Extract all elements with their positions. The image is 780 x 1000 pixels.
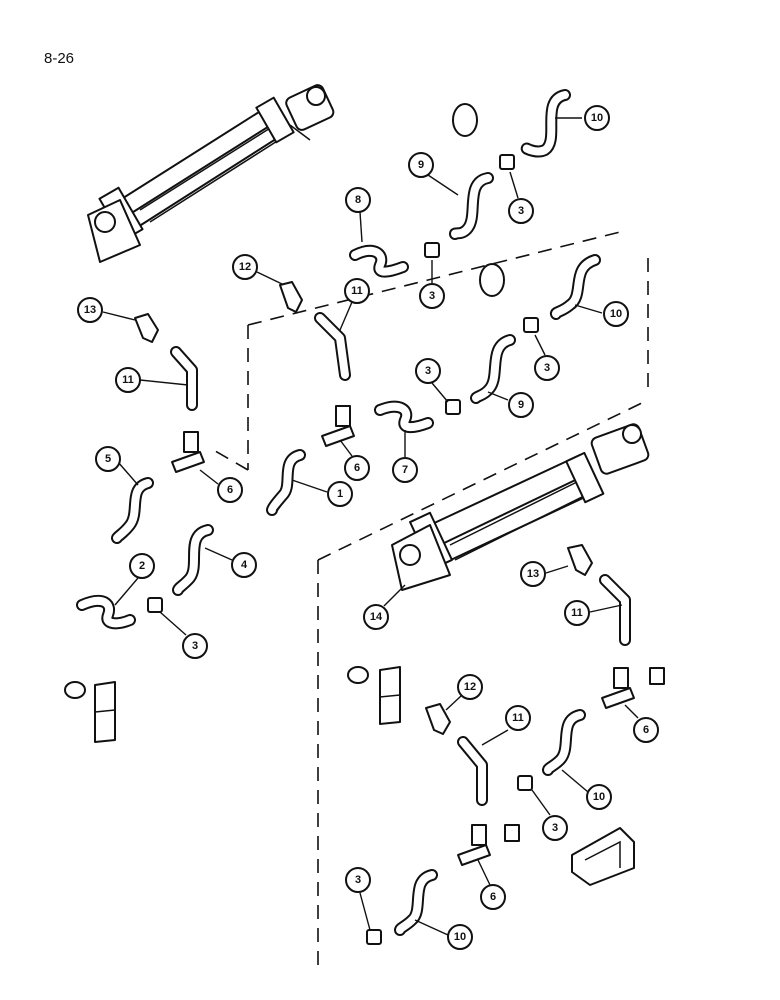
callout-12-upper: 12 — [232, 254, 283, 285]
callout-11-upper: 11 — [339, 278, 370, 331]
svg-text:10: 10 — [610, 308, 622, 320]
hose-9-middle — [470, 334, 516, 404]
svg-text:13: 13 — [527, 568, 539, 580]
loose-parts — [64, 666, 635, 886]
svg-text:11: 11 — [512, 712, 524, 724]
svg-text:9: 9 — [418, 159, 424, 171]
callout-1: 1 — [291, 479, 353, 507]
svg-text:6: 6 — [643, 724, 649, 736]
svg-text:3: 3 — [429, 290, 435, 302]
svg-text:6: 6 — [490, 891, 496, 903]
hose-8 — [349, 244, 409, 278]
svg-text:3: 3 — [552, 822, 558, 834]
callout-13-lower: 13 — [520, 561, 569, 587]
tee-fittings — [171, 405, 665, 866]
elbow-fittings — [134, 281, 593, 735]
hose-1 — [266, 449, 306, 516]
svg-text:11: 11 — [351, 285, 363, 297]
group-boundary-upper — [209, 231, 649, 471]
svg-text:3: 3 — [425, 365, 431, 377]
group-boundary-lower — [317, 399, 649, 968]
callout-3-c: 3 — [534, 334, 560, 381]
hose-5 — [111, 477, 154, 544]
svg-text:1: 1 — [337, 488, 343, 500]
svg-text:14: 14 — [370, 611, 383, 623]
hose-4 — [172, 524, 214, 596]
callout-3-f: 3 — [531, 789, 568, 841]
svg-text:11: 11 — [571, 607, 583, 619]
hose-10-middle — [549, 254, 601, 320]
callout-4: 4 — [204, 547, 257, 578]
adapter-fittings — [147, 154, 539, 945]
hose-clamp-icons — [452, 103, 505, 297]
hose-2 — [76, 594, 136, 630]
callout-10-top: 10 — [555, 105, 610, 131]
callout-11-lower: 11 — [481, 705, 531, 746]
svg-text:3: 3 — [518, 205, 524, 217]
svg-text:11: 11 — [122, 374, 134, 386]
callout-3-b: 3 — [419, 260, 445, 309]
svg-text:3: 3 — [544, 362, 550, 374]
callout-3-e: 3 — [159, 611, 208, 659]
callout-14: 14 — [363, 584, 406, 630]
callout-5: 5 — [95, 446, 139, 486]
callout-3-g: 3 — [345, 867, 371, 931]
svg-text:2: 2 — [139, 560, 145, 572]
svg-text:6: 6 — [354, 462, 360, 474]
callout-10-lower-right: 10 — [561, 769, 612, 810]
hydraulic-cylinder-upper — [87, 84, 335, 263]
hose-11-elbow-right — [599, 574, 631, 646]
svg-text:9: 9 — [518, 399, 524, 411]
callout-2: 2 — [114, 553, 155, 606]
hose-10-lower-right — [542, 709, 586, 776]
callout-6-lower: 6 — [477, 859, 506, 910]
hose-10-bottom — [394, 869, 438, 936]
svg-text:12: 12 — [239, 261, 251, 273]
svg-text:6: 6 — [227, 484, 233, 496]
callout-12-lower: 12 — [445, 674, 483, 711]
hose-11-elbow-lower — [457, 736, 488, 806]
callout-6-right: 6 — [624, 704, 659, 743]
callout-3-d: 3 — [415, 358, 449, 403]
svg-text:4: 4 — [241, 559, 248, 571]
callout-6-center: 6 — [339, 439, 370, 481]
hose-10-top — [520, 89, 571, 158]
svg-text:10: 10 — [593, 791, 605, 803]
svg-text:10: 10 — [454, 931, 466, 943]
svg-text:13: 13 — [84, 304, 96, 316]
callout-10-bottom: 10 — [414, 919, 473, 950]
callout-9-middle: 9 — [487, 391, 534, 418]
callout-13-upper: 13 — [77, 297, 136, 323]
callout-8: 8 — [345, 187, 371, 243]
callout-6-left: 6 — [199, 469, 243, 503]
hose-7 — [374, 400, 434, 434]
svg-text:3: 3 — [192, 640, 198, 652]
callout-3-a: 3 — [508, 171, 534, 224]
hose-9-upper — [449, 172, 494, 240]
hydraulic-cylinder-lower — [391, 423, 650, 591]
svg-text:3: 3 — [355, 874, 361, 886]
page-number: 8-26 — [44, 50, 75, 67]
callout-11-right: 11 — [564, 600, 623, 626]
svg-text:5: 5 — [105, 453, 111, 465]
svg-text:12: 12 — [464, 681, 476, 693]
hose-11-elbow-left — [170, 346, 198, 411]
svg-text:7: 7 — [402, 464, 408, 476]
callout-11-left: 11 — [115, 367, 189, 393]
callout-7: 7 — [392, 430, 418, 483]
hose-11-elbow-upper — [314, 312, 351, 381]
svg-text:10: 10 — [591, 112, 603, 124]
callout-9-upper: 9 — [408, 152, 459, 196]
callout-10-middle: 10 — [574, 301, 629, 327]
svg-text:8: 8 — [355, 194, 361, 206]
